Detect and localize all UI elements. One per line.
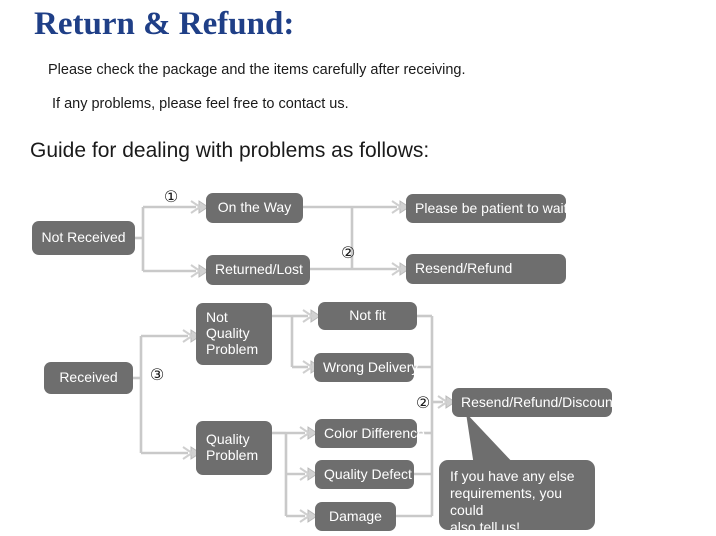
- node-not-received: Not Received: [32, 221, 135, 255]
- node-not-fit-label: Not fit: [349, 307, 386, 324]
- intro-line-2: If any problems, please feel free to con…: [52, 96, 349, 112]
- intro-line-1: Please check the package and the items c…: [48, 62, 466, 78]
- node-quality-problem-line-2: Problem: [206, 447, 259, 463]
- node-resend-refund: Resend/Refund: [406, 254, 566, 284]
- node-resend-refund-discount: Resend/Refund/Discount: [452, 388, 617, 417]
- marker-three: ③: [149, 364, 165, 384]
- node-wrong-delivery: Wrong Delivery: [314, 353, 419, 382]
- marker-two-lower: ②: [415, 392, 431, 412]
- callout-line-2: requirements, you could: [450, 485, 563, 519]
- node-on-the-way: On the Way: [206, 193, 303, 223]
- node-not-quality-problem-line-2: Quality: [206, 325, 250, 342]
- marker-one: ①: [163, 186, 179, 206]
- node-color-difference-label: Color Difference: [324, 424, 425, 441]
- node-resend-refund-discount-label: Resend/Refund/Discount: [461, 393, 617, 410]
- node-quality-problem-line-1: Quality: [206, 431, 250, 448]
- node-not-quality-problem: Not Quality Problem: [196, 303, 272, 365]
- node-color-difference: Color Difference: [315, 419, 425, 448]
- node-quality-defect: Quality Defect: [315, 460, 414, 489]
- node-not-quality-problem-line-1: Not: [206, 309, 228, 326]
- node-received-label: Received: [59, 369, 118, 386]
- callout-bubble: If you have any else requirements, you c…: [439, 460, 595, 535]
- node-quality-problem: Quality Problem: [196, 421, 272, 475]
- node-resend-refund-label: Resend/Refund: [415, 260, 513, 277]
- node-quality-defect-label: Quality Defect: [324, 465, 412, 482]
- node-wrong-delivery-label: Wrong Delivery: [323, 358, 419, 375]
- callout-line-1: If you have any else: [450, 468, 575, 484]
- node-not-fit: Not fit: [318, 302, 417, 330]
- node-received: Received: [44, 362, 133, 394]
- node-on-the-way-label: On the Way: [217, 199, 292, 216]
- node-please-be-patient-to-wait-label: Please be patient to wait: [415, 199, 568, 216]
- node-damage: Damage: [315, 502, 396, 531]
- guide-heading: Guide for dealing with problems as follo…: [30, 139, 430, 162]
- page-title: Return & Refund:: [34, 6, 295, 42]
- marker-two-upper: ②: [340, 242, 356, 262]
- node-please-be-patient-to-wait: Please be patient to wait: [406, 194, 568, 223]
- node-not-received-label: Not Received: [41, 229, 126, 246]
- node-not-quality-problem-line-3: Problem: [206, 340, 259, 357]
- callout-line-3: also tell us!: [450, 519, 521, 536]
- node-returned-lost-label: Returned/Lost: [215, 261, 303, 278]
- node-returned-lost: Returned/Lost: [206, 255, 310, 285]
- node-damage-label: Damage: [329, 507, 382, 524]
